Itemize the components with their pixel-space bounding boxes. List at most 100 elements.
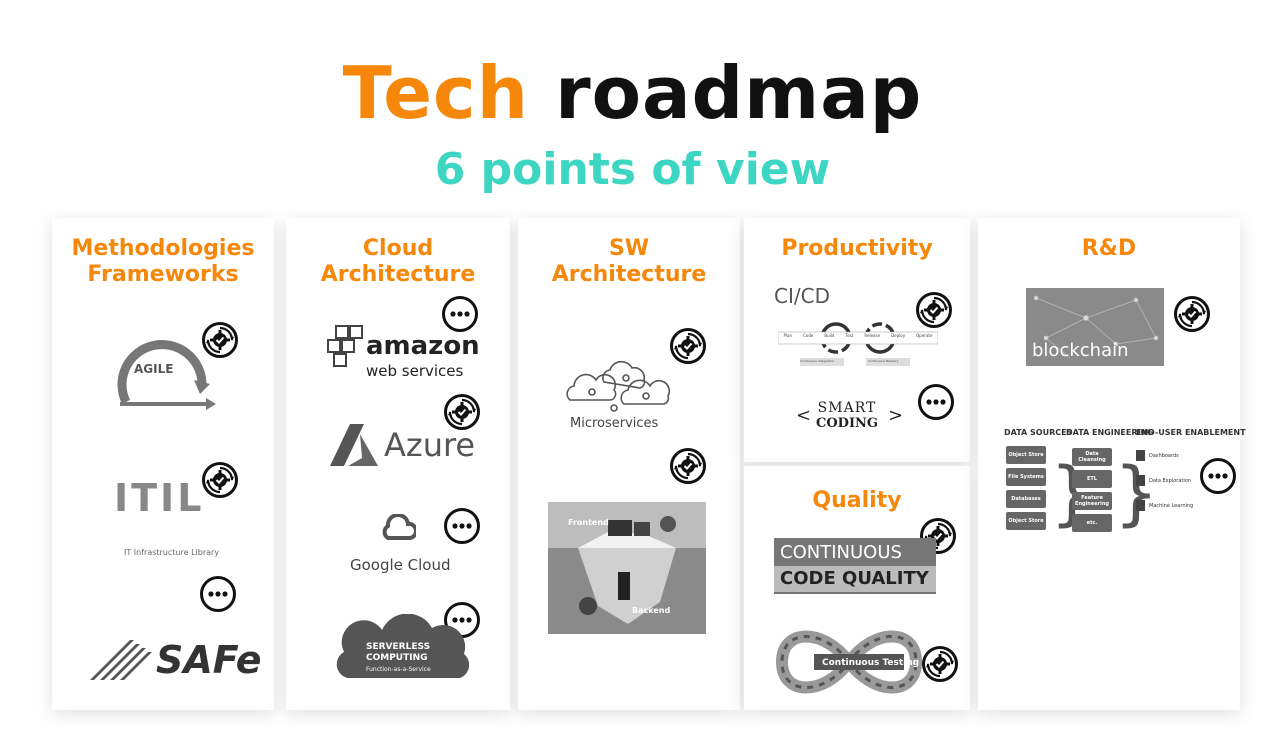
engineering-box: etc. — [1072, 514, 1112, 532]
status-gear-check-icon — [916, 292, 952, 328]
code-quality-band — [774, 566, 936, 592]
data-engineering-header: DATA ENGINEERING — [1066, 428, 1154, 437]
serverless-label: SERVERLESS COMPUTING Function-as-a-Servi… — [366, 642, 431, 675]
google-cloud-icon — [382, 514, 416, 540]
enablement-item: Machine Learning — [1136, 500, 1216, 511]
itil-caption: IT Infrastructure Library — [124, 548, 220, 557]
cicd-stages: Plan Code Build Test Release Deploy Operate — [778, 333, 938, 338]
frontend-label: Frontend — [568, 518, 609, 527]
sources-box: File Systems — [1006, 468, 1046, 486]
cicd-stage: Deploy — [891, 333, 906, 338]
column-title: SW Architecture — [518, 236, 740, 288]
continuous-testing-diagram — [775, 630, 923, 694]
column-sw: SW Architecture Microservices Frontend B… — [518, 218, 740, 710]
column-cloud: Cloud Architecture amazon web services A… — [286, 218, 510, 710]
sources-box: Databases — [1006, 490, 1046, 508]
bracket-right: > — [888, 405, 904, 426]
page-title: Tech roadmap — [0, 48, 1265, 138]
column-productivity: Productivity CI/CD Plan Code Build Test Rele… — [744, 218, 970, 462]
column-title: Cloud Architecture — [286, 236, 510, 288]
enablement-icon — [1136, 500, 1145, 511]
coding-text: CODING — [816, 416, 879, 431]
microservices-label: Microservices — [570, 416, 659, 431]
title-line: SW — [608, 236, 650, 261]
brace-right-icon: } — [1114, 452, 1159, 534]
faas-line: Function-as-a-Service — [366, 666, 431, 673]
webservices-text: web services — [366, 362, 464, 380]
azure-logo-icon — [330, 424, 378, 466]
end-user-enablement-header: END-USER ENABLEMENT — [1136, 428, 1246, 437]
sources-box: Object Store — [1006, 446, 1046, 464]
enablement-label: Machine Learning — [1149, 502, 1194, 509]
safe-logo-text: SAFe — [156, 638, 262, 682]
code-quality-text: CODE QUALITY — [780, 568, 929, 589]
enablement-label: Data Exploration — [1149, 477, 1191, 484]
cicd-stage: Plan — [783, 333, 793, 338]
agile-label: AGILE — [134, 362, 174, 376]
column-title: Methodologies Frameworks — [52, 236, 274, 288]
column-methodologies: Methodologies Frameworks AGILE ITIL IT I… — [52, 218, 274, 710]
status-gear-check-icon — [444, 394, 480, 430]
enablement-item: Dashboards — [1136, 450, 1216, 461]
cd-label: Continuous Delivery — [868, 359, 899, 363]
cicd-loop-diagram — [778, 322, 938, 366]
status-gear-check-icon — [670, 328, 706, 364]
enablement-label: Dashboards — [1149, 452, 1179, 459]
computing-line: COMPUTING — [366, 653, 428, 663]
column-title: R&D — [1081, 236, 1137, 261]
cicd-stage: Test — [845, 333, 854, 338]
enablement-item: Data Exploration — [1136, 475, 1216, 486]
smart-coding-logo: < SMART CODING > — [796, 400, 903, 432]
title-line: Architecture — [320, 262, 476, 287]
column-rnd: R&D blockchain DATA SOURCES DATA ENGINEE… — [978, 218, 1246, 710]
title-line: Cloud — [362, 236, 434, 261]
serverless-line: SERVERLESS — [366, 642, 431, 652]
status-gear-check-icon — [202, 322, 238, 358]
frontend-backend-illustration: Frontend Backend — [548, 502, 706, 634]
smart-text: SMART — [817, 400, 877, 416]
enablement-icon — [1136, 475, 1145, 486]
column-title: Quality — [812, 488, 902, 513]
sources-box: Object Store — [1006, 512, 1046, 530]
cicd-stage: Code — [803, 333, 814, 338]
page-subtitle: 6 points of view — [434, 144, 831, 195]
blockchain-text: blockchain — [1032, 340, 1129, 361]
status-gear-check-icon — [202, 462, 238, 498]
aws-cubes-icon — [327, 325, 363, 367]
enablement-icon — [1136, 450, 1145, 461]
bracket-left: < — [796, 405, 812, 426]
more-options-icon[interactable] — [442, 296, 478, 332]
more-options-icon[interactable] — [200, 576, 236, 612]
ci-label: Continuous Integration — [800, 359, 835, 363]
serverless-cloud-icon — [336, 614, 470, 678]
azure-text: Azure — [384, 426, 476, 464]
network-lines — [1033, 295, 1159, 359]
cicd-stage: Operate — [916, 333, 933, 338]
column-title: Productivity — [781, 236, 933, 261]
cicd-stage: Build — [824, 333, 835, 338]
title-line: Methodologies — [71, 236, 255, 261]
more-options-icon[interactable] — [1200, 458, 1236, 494]
itil-logo: ITIL — [114, 476, 205, 520]
continuous-text: CONTINUOUS — [780, 542, 902, 563]
cicd-stage: Release — [864, 333, 881, 338]
cicd-label: CI/CD — [774, 284, 830, 308]
more-options-icon[interactable] — [918, 384, 954, 420]
blockchain-image: blockchain — [1026, 288, 1164, 366]
safe-logo-mark — [90, 640, 152, 680]
continuous-code-quality-logo: CONTINUOUS CODE QUALITY — [774, 538, 936, 594]
data-sources-header: DATA SOURCES — [1004, 428, 1073, 437]
amazon-text: amazon — [366, 331, 480, 361]
engineering-box: Feature Engineering — [1072, 492, 1112, 510]
google-cloud-text: Google Cloud — [350, 556, 451, 574]
agile-logo — [117, 340, 216, 410]
status-gear-check-icon — [670, 448, 706, 484]
more-options-icon[interactable] — [444, 508, 480, 544]
iceberg-shape — [578, 516, 676, 624]
title-line: Architecture — [551, 262, 707, 287]
status-gear-check-icon — [1174, 296, 1210, 332]
continuous-testing-label: Continuous Testing — [822, 658, 920, 668]
